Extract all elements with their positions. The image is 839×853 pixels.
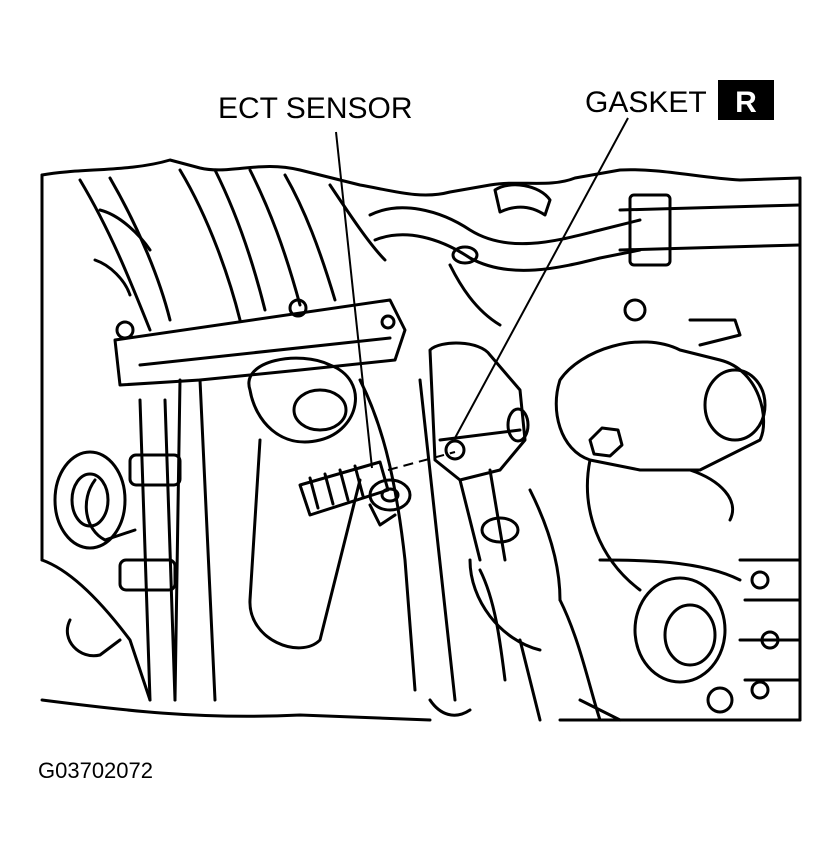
install-direction-line	[387, 451, 456, 471]
leader-lines	[335, 117, 629, 471]
intake-manifold	[78, 168, 407, 387]
gasket-label: GASKET	[585, 86, 707, 119]
ect-sensor-leader	[335, 131, 373, 469]
engine-illustration	[40, 158, 802, 722]
engine-hanger	[173, 356, 457, 702]
ect-sensor-part	[298, 460, 412, 527]
coolant-hoses	[368, 183, 802, 327]
replace-part-badge: R	[718, 80, 774, 120]
gasket-leader	[454, 117, 629, 439]
lower-right-components	[518, 558, 802, 722]
figure-id: G03702072	[38, 758, 153, 783]
water-outlet	[554, 298, 767, 592]
black-square-letter-badge-icon	[718, 80, 774, 120]
badge-letter: R	[735, 86, 757, 119]
thermostat-housing	[428, 341, 542, 652]
ect-sensor-label: ECT SENSOR	[218, 92, 413, 125]
fuel-injector	[40, 398, 182, 702]
